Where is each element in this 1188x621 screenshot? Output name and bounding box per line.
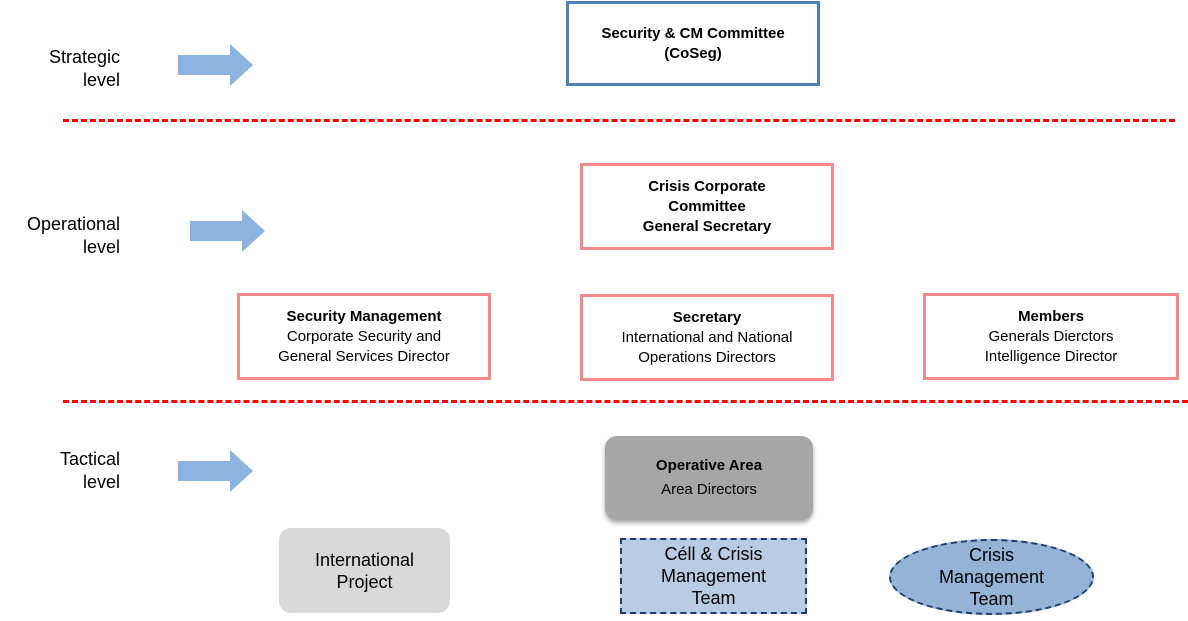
arrow-right-icon — [190, 210, 265, 252]
arrow-right-icon — [178, 450, 253, 492]
level-label-operational: Operational level — [0, 213, 120, 259]
box-text: Team — [969, 589, 1014, 609]
level-label-strategic: Strategic level — [0, 46, 120, 92]
box-title: Security Management — [286, 307, 442, 325]
box-text: Operations Directors — [638, 348, 776, 366]
box-text: Corporate Security and — [286, 327, 442, 345]
box-title: Security & CM Committee — [601, 24, 785, 42]
box-text: Management — [660, 566, 767, 586]
box-text: Generals Dierctors — [988, 327, 1114, 345]
box-title: Secretary — [672, 308, 742, 326]
box-text: International — [314, 549, 415, 570]
crisis-management-team-ellipse: Crisis Management Team — [889, 539, 1094, 615]
secretary-box: Secretary International and National Ope… — [580, 294, 834, 381]
box-text: Intelligence Director — [984, 347, 1118, 365]
arrow-right-icon — [178, 44, 253, 86]
box-text: Team — [691, 588, 736, 608]
members-box: Members Generals Dierctors Intelligence … — [923, 293, 1179, 380]
level-label-line: level — [82, 70, 120, 90]
level-separator — [63, 119, 1175, 122]
operative-area-box: Operative Area Area Directors — [605, 436, 813, 520]
box-title: Crisis Corporate — [648, 177, 766, 195]
level-label-line: Tactical — [59, 449, 120, 469]
box-title: Committee — [668, 197, 746, 215]
box-text: Area Directors — [661, 481, 757, 498]
security-cm-committee-box: Security & CM Committee (CoSeg) — [566, 1, 820, 86]
cell-crisis-management-team-box: Céll & Crisis Management Team — [620, 538, 807, 614]
box-text: Management — [938, 567, 1045, 587]
crisis-corporate-committee-box: Crisis Corporate Committee General Secre… — [580, 163, 834, 250]
security-management-box: Security Management Corporate Security a… — [237, 293, 491, 380]
box-text: Céll & Crisis — [664, 544, 763, 564]
level-label-line: level — [82, 472, 120, 492]
box-text: Crisis — [969, 545, 1014, 565]
box-text: International and National — [621, 328, 793, 346]
box-text: General Services Director — [278, 347, 450, 365]
level-label-line: Operational — [26, 214, 120, 234]
level-separator — [63, 400, 1188, 403]
box-text: Project — [336, 571, 393, 592]
level-label-tactical: Tactical level — [0, 448, 120, 494]
international-project-box: International Project — [279, 528, 450, 613]
level-label-line: Strategic — [48, 47, 120, 67]
box-title: (CoSeg) — [664, 44, 722, 62]
box-title: Operative Area — [655, 457, 763, 474]
level-label-line: level — [82, 237, 120, 257]
box-title: General Secretary — [642, 217, 772, 235]
box-title: Members — [1018, 307, 1084, 325]
